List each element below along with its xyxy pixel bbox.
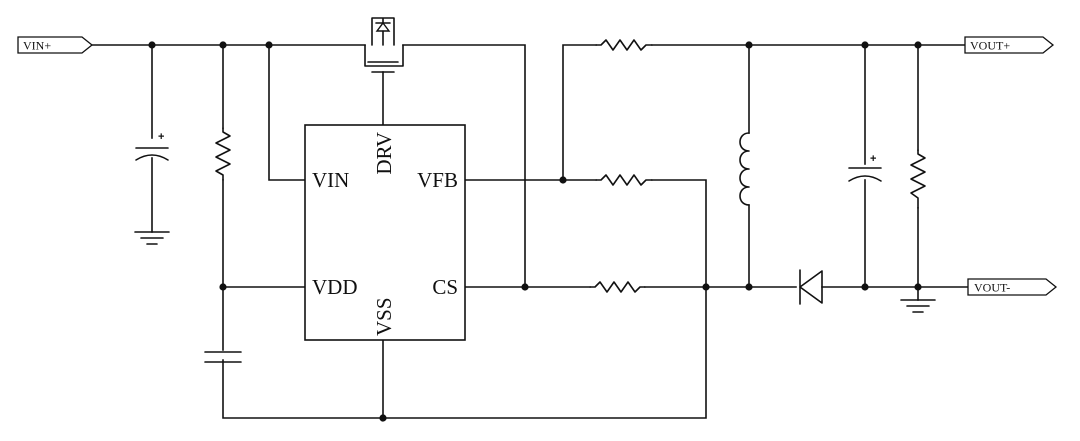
cout-polarity-mark: + [870,153,876,165]
cout-plate-curved [848,175,882,182]
cin-plate-curved [135,154,169,161]
mosfet-source-to-cs-wire [402,44,526,288]
port-arrow-shape [964,36,1055,54]
junction-dots [148,41,922,422]
inductor [739,132,750,206]
junction-dot [861,41,869,49]
ground-icon [900,299,936,313]
feedback-resistor-upper [595,39,653,51]
port-vin-plus: VIN+ [17,36,94,54]
vin-pin-wire [268,44,306,181]
junction-dot [745,283,753,291]
controller-ic: VIN VFB VDD CS DRV VSS [304,124,466,341]
port-label-vout-minus: VOUT- [974,281,1010,295]
port-vout-minus: VOUT- [967,278,1058,296]
pin-label-vss: VSS [372,297,396,336]
port-label-vin-plus: VIN+ [23,39,51,53]
current-sense-resistor [589,281,646,293]
freewheel-diode [799,269,823,305]
junction-dot [861,283,869,291]
junction-dot [559,176,567,184]
pin-label-vdd: VDD [312,275,358,299]
startup-resistor [215,127,231,181]
pin-label-vin: VIN [312,168,349,192]
junction-dot [148,41,156,49]
pin-label-vfb: VFB [417,168,458,192]
junction-dot [914,41,922,49]
input-capacitor: + [135,131,169,161]
ic-body [304,124,466,341]
junction-dot [219,41,227,49]
mosfet-symbol [364,17,404,73]
junction-dot [702,283,710,291]
diode-triangle-icon [799,270,823,304]
body-diode-leads [371,17,395,46]
vfb-divider-wire [651,179,707,288]
pin-label-drv: DRV [372,132,396,175]
output-capacitor: + [848,153,882,182]
junction-dot [745,41,753,49]
junction-dot [219,283,227,291]
cin-polarity-mark: + [158,131,164,143]
vfb-upper-wire [562,44,597,181]
body-diode-icon [375,21,391,32]
junction-dot [914,283,922,291]
load-resistor [910,149,926,209]
port-vout-plus: VOUT+ [964,36,1055,54]
junction-dot [521,283,529,291]
wires [91,44,969,419]
junction-dot [379,414,387,422]
feedback-resistor-lower [595,174,653,186]
port-arrow-shape [17,36,94,54]
junction-dot [265,41,273,49]
port-arrow-shape [967,278,1058,296]
ground-return-wire [222,286,707,419]
vdd-capacitor [204,351,242,363]
port-label-vout-plus: VOUT+ [970,39,1010,53]
pin-label-cs: CS [432,275,458,299]
mosfet-drain-source-leads [364,44,404,67]
ground-icon [134,231,170,245]
